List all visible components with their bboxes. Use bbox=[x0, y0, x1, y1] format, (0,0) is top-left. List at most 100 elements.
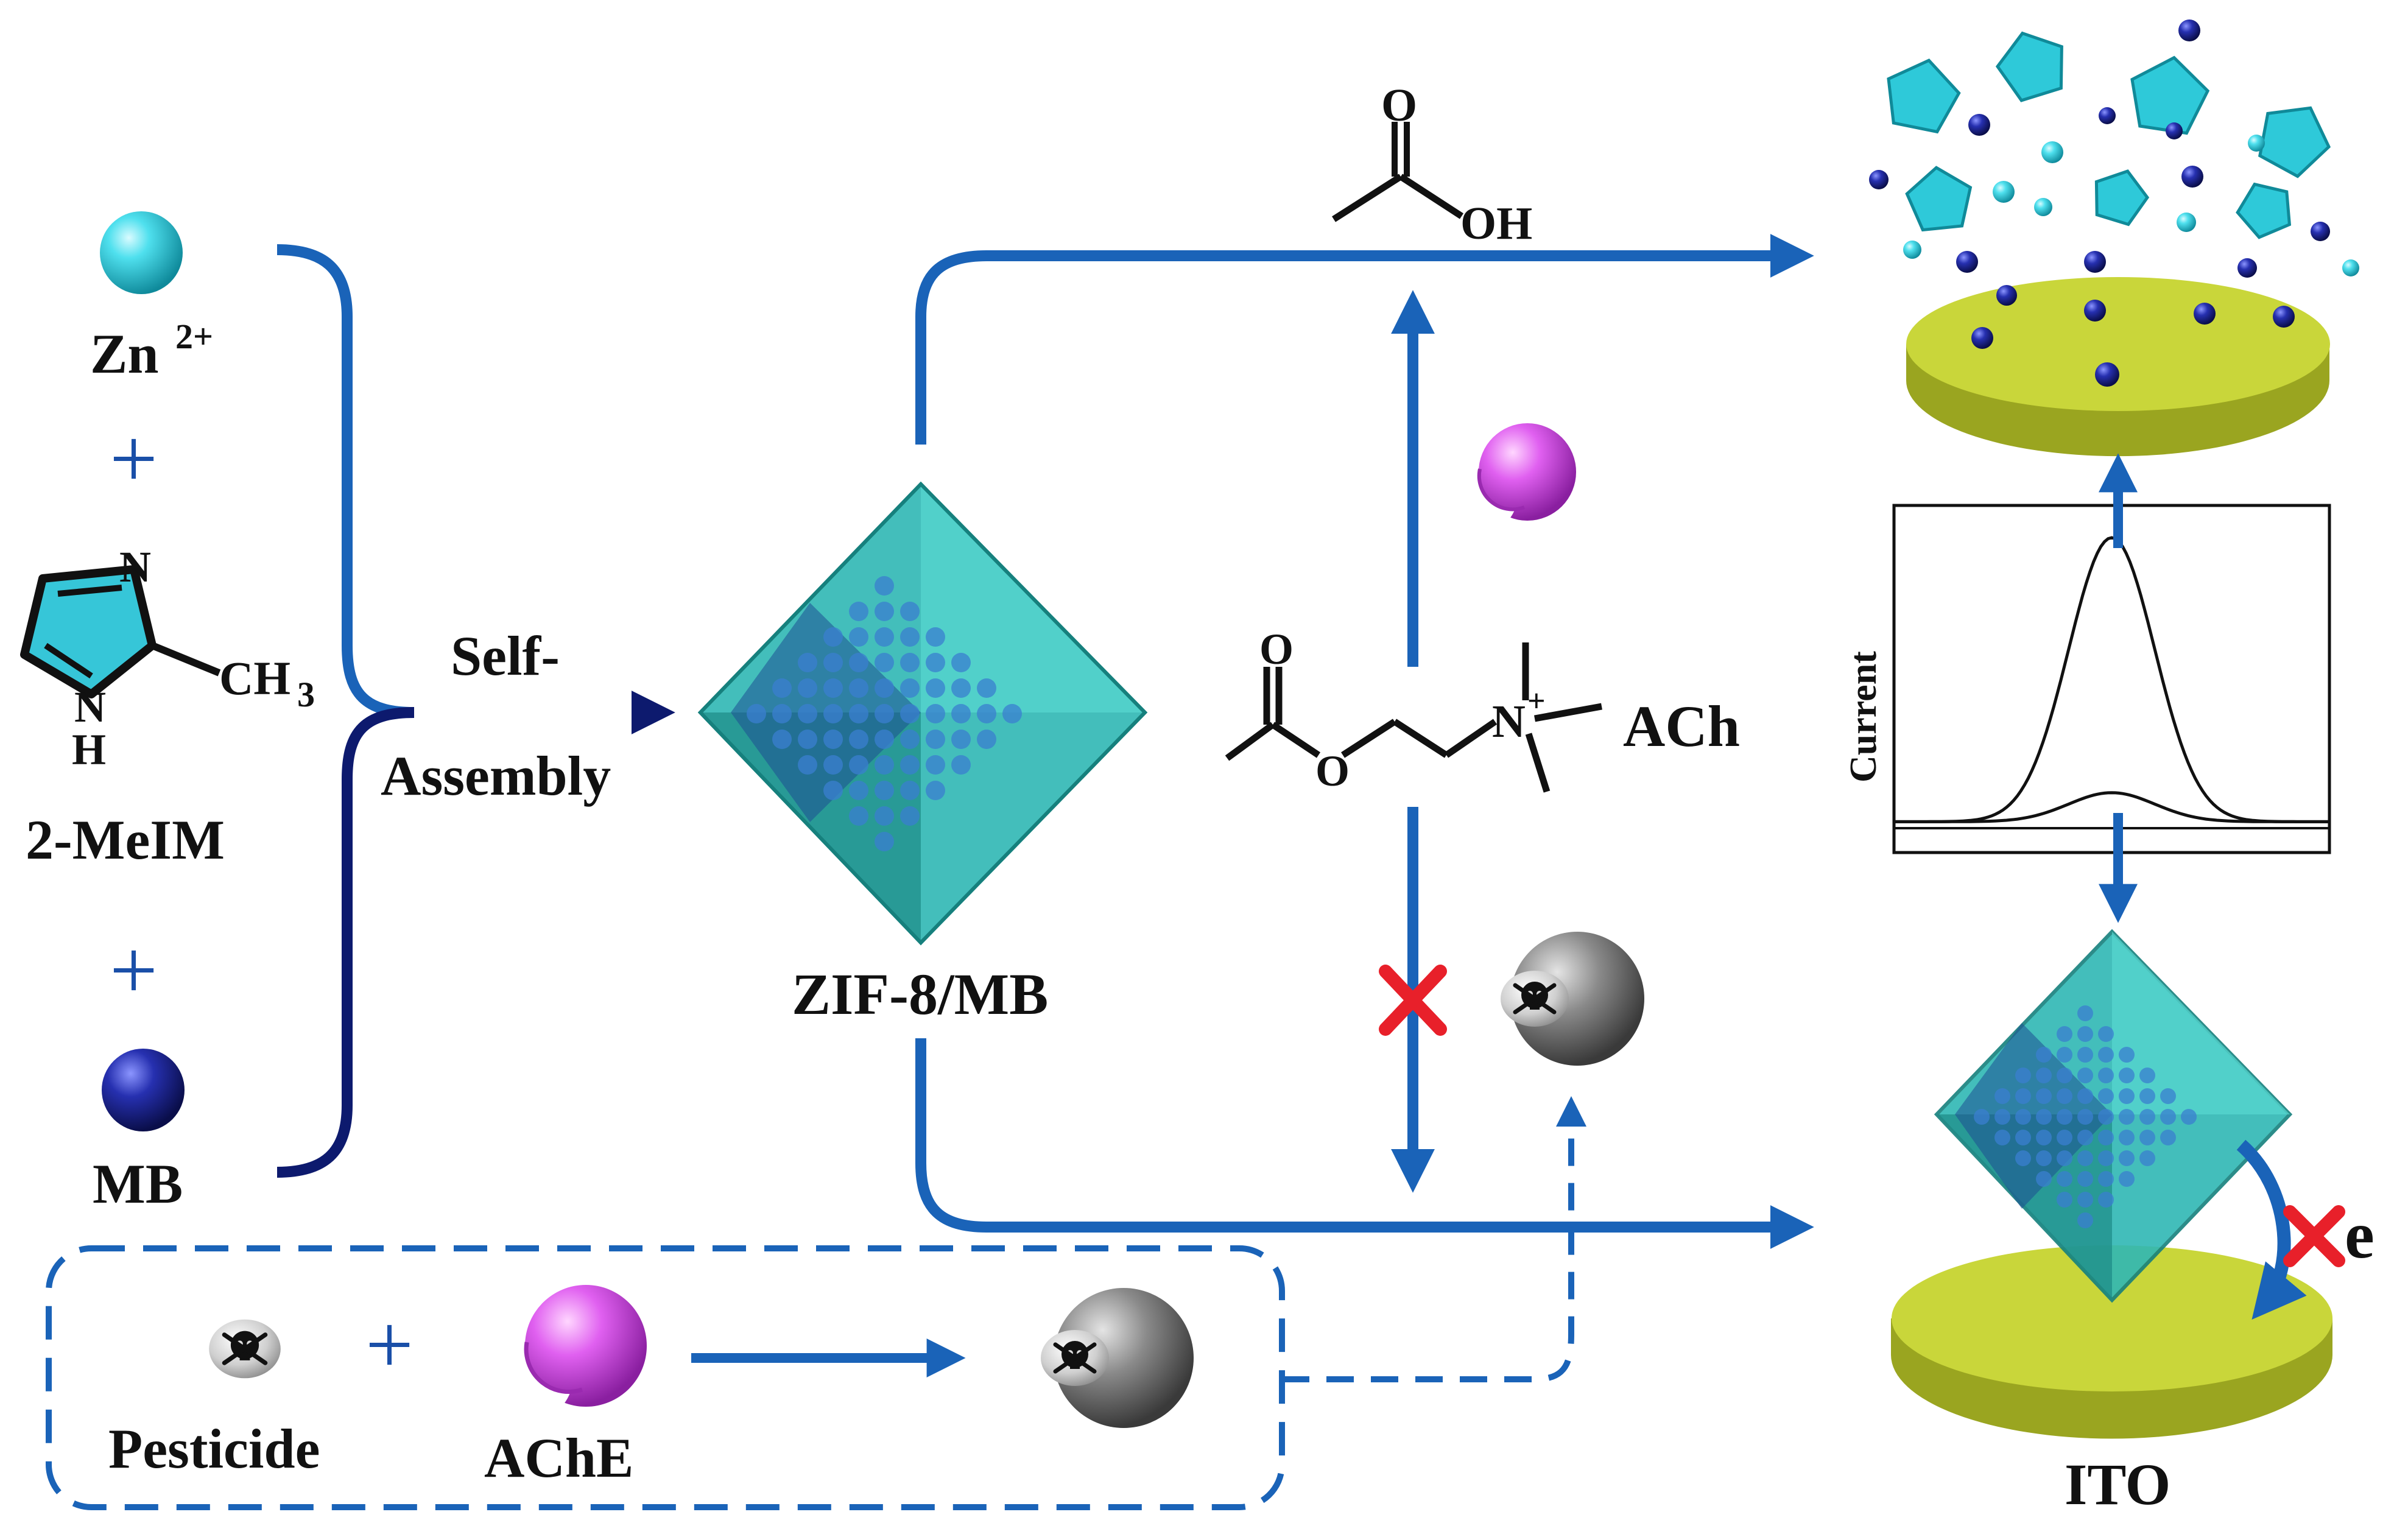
pore-dot bbox=[1002, 704, 1022, 723]
pore-dot bbox=[2077, 1109, 2093, 1125]
zif-fragment bbox=[1887, 58, 1961, 134]
self-label: Self- bbox=[451, 625, 560, 687]
mb-molecule-dot bbox=[1956, 251, 1978, 273]
pore-dot bbox=[2036, 1047, 2052, 1063]
pore-dot bbox=[900, 704, 920, 723]
pore-dot bbox=[2098, 1068, 2114, 1083]
pore-dot bbox=[2077, 1005, 2093, 1021]
pore-dot bbox=[875, 806, 894, 826]
acid-oh-label: OH bbox=[1460, 198, 1532, 249]
released-mb-molecules bbox=[1869, 19, 2359, 387]
ito-electrode-top bbox=[1906, 277, 2330, 457]
pore-dot bbox=[977, 704, 996, 723]
pore-dot bbox=[900, 730, 920, 749]
melim-label: 2-MeIM bbox=[26, 809, 225, 871]
pore-dot bbox=[2057, 1068, 2072, 1083]
pore-dot bbox=[2057, 1109, 2072, 1125]
pore-dot bbox=[2036, 1171, 2052, 1187]
mb-molecule-dot bbox=[1869, 170, 1889, 189]
mb-molecule-dot bbox=[1968, 114, 1990, 136]
mb-molecule-dot bbox=[2181, 166, 2203, 188]
pore-dot bbox=[2119, 1109, 2135, 1125]
mb-molecule-dot bbox=[2311, 222, 2330, 241]
pore-dot bbox=[772, 678, 792, 698]
methyl-subscript: 3 bbox=[297, 675, 315, 714]
zn-ion-dot bbox=[1993, 181, 2015, 203]
mb-sphere bbox=[102, 1049, 185, 1131]
pore-dot bbox=[2057, 1088, 2072, 1104]
pore-dot bbox=[2057, 1130, 2072, 1145]
assembly-label: Assembly bbox=[381, 745, 611, 807]
pore-dot bbox=[849, 781, 868, 800]
zn-ion-dot bbox=[2041, 141, 2063, 163]
pore-dot bbox=[2098, 1171, 2114, 1187]
pore-dot bbox=[875, 627, 894, 647]
zn-ion-dot bbox=[2342, 259, 2359, 276]
pore-dot bbox=[2077, 1068, 2093, 1083]
acid-o-label: O bbox=[1381, 80, 1417, 131]
ito-label: ITO bbox=[2065, 1452, 2170, 1517]
zn-label: Zn bbox=[90, 323, 159, 385]
pore-dot bbox=[772, 730, 792, 749]
pore-dot bbox=[1994, 1088, 2010, 1104]
pore-dot bbox=[900, 755, 920, 775]
pore-dot bbox=[849, 678, 868, 698]
pore-dot bbox=[900, 602, 920, 621]
pore-dot bbox=[2098, 1047, 2114, 1063]
electron-transfer-arrow bbox=[2236, 1139, 2307, 1320]
pore-dot bbox=[2057, 1150, 2072, 1166]
pore-dot bbox=[849, 755, 868, 775]
atom-h: H bbox=[72, 725, 106, 774]
pore-dot bbox=[2119, 1150, 2135, 1166]
pore-dot bbox=[926, 627, 945, 647]
pore-dot bbox=[900, 806, 920, 826]
pore-dot bbox=[823, 653, 843, 672]
pore-dot bbox=[2077, 1150, 2093, 1166]
mb-molecule-dot bbox=[2084, 251, 2106, 273]
inhibited-enzyme-box bbox=[1041, 1288, 1194, 1428]
pore-dot bbox=[2160, 1109, 2176, 1125]
mb-molecule-dot bbox=[2237, 258, 2257, 278]
pore-dot bbox=[2077, 1130, 2093, 1145]
dashed-link-arrow bbox=[1282, 1096, 1586, 1382]
dpv-chart: Current bbox=[1843, 504, 2331, 854]
pore-dot bbox=[823, 704, 843, 723]
pore-dot bbox=[951, 653, 971, 672]
pore-dot bbox=[875, 576, 894, 596]
mb-molecule-dot bbox=[2084, 300, 2106, 322]
pore-dot bbox=[2160, 1088, 2176, 1104]
pore-dot bbox=[747, 704, 766, 723]
pore-dot bbox=[2139, 1130, 2155, 1145]
pore-dot bbox=[2160, 1130, 2176, 1145]
pore-dot bbox=[2077, 1171, 2093, 1187]
zif-fragment bbox=[1995, 31, 2063, 102]
pore-dot bbox=[875, 678, 894, 698]
mb-molecule-dot bbox=[2273, 306, 2295, 328]
pore-dot bbox=[798, 704, 817, 723]
zif-fragment bbox=[2130, 55, 2210, 135]
pore-dot bbox=[2119, 1047, 2135, 1063]
pesticide-icon bbox=[209, 1320, 281, 1379]
pore-dot bbox=[2119, 1088, 2135, 1104]
pore-dot bbox=[2015, 1068, 2031, 1083]
mb-label: MB bbox=[93, 1153, 183, 1215]
mb-molecule-dot bbox=[2178, 19, 2200, 41]
mb-molecule-dot bbox=[2194, 303, 2216, 325]
pore-dot bbox=[977, 730, 996, 749]
acetylcholine-structure bbox=[1225, 642, 1602, 793]
pore-dot bbox=[875, 832, 894, 851]
pore-dot bbox=[926, 730, 945, 749]
zif-fragment bbox=[2236, 182, 2292, 239]
pore-dot bbox=[2098, 1130, 2114, 1145]
ach-label: ACh bbox=[1623, 694, 1740, 759]
pore-dot bbox=[900, 678, 920, 698]
pore-dot bbox=[926, 653, 945, 672]
zif-fragment bbox=[2094, 169, 2150, 227]
atom-n-top: N bbox=[119, 543, 151, 591]
pore-dot bbox=[900, 781, 920, 800]
pore-dot bbox=[798, 653, 817, 672]
pore-dot bbox=[2077, 1026, 2093, 1042]
chart-frame bbox=[1892, 504, 2331, 854]
mb-molecule: MB bbox=[93, 1049, 185, 1215]
pore-dot bbox=[2015, 1109, 2031, 1125]
